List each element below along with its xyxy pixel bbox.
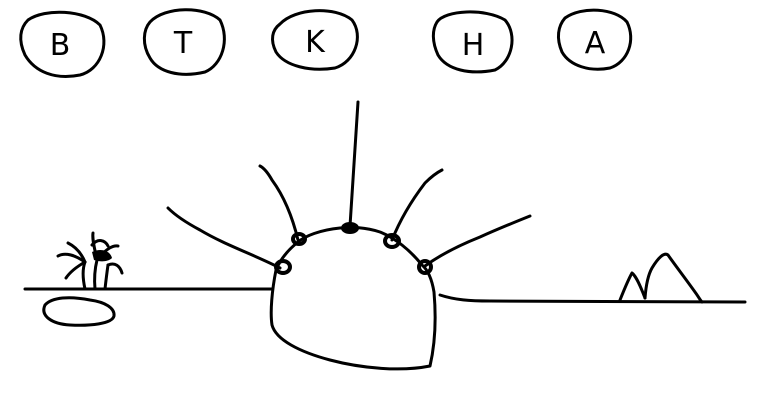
palm-tree-icon [56,231,124,291]
letter-b-label: B [50,28,71,63]
sun-ray-3 [348,100,360,228]
letter-circle-t[interactable]: T [142,8,226,76]
sun-ray-2 [258,164,300,242]
horizon-line-right [438,293,747,304]
ray-knot-5 [417,259,433,275]
letter-a-label: A [585,26,606,61]
letter-t-label: T [173,26,193,61]
letter-k-label: K [305,25,326,60]
letter-circle-k[interactable]: K [271,9,359,71]
mountain-right [643,252,704,304]
sun-ray-1 [166,206,282,270]
letter-circle-b[interactable]: B [19,10,106,78]
ray-knot-2 [291,232,307,246]
sun-dome [269,226,437,371]
letter-h-label: H [462,28,485,63]
ray-knot-3 [341,222,359,234]
sun-ray-5 [423,214,532,268]
ray-knot-4 [383,233,401,249]
mountain-left [618,271,647,302]
pool-shape [42,296,116,327]
ray-knot-1 [274,259,292,275]
letter-circle-a[interactable]: A [556,8,633,71]
sun-ray-4 [390,168,444,242]
letter-circle-h[interactable]: H [431,10,514,74]
